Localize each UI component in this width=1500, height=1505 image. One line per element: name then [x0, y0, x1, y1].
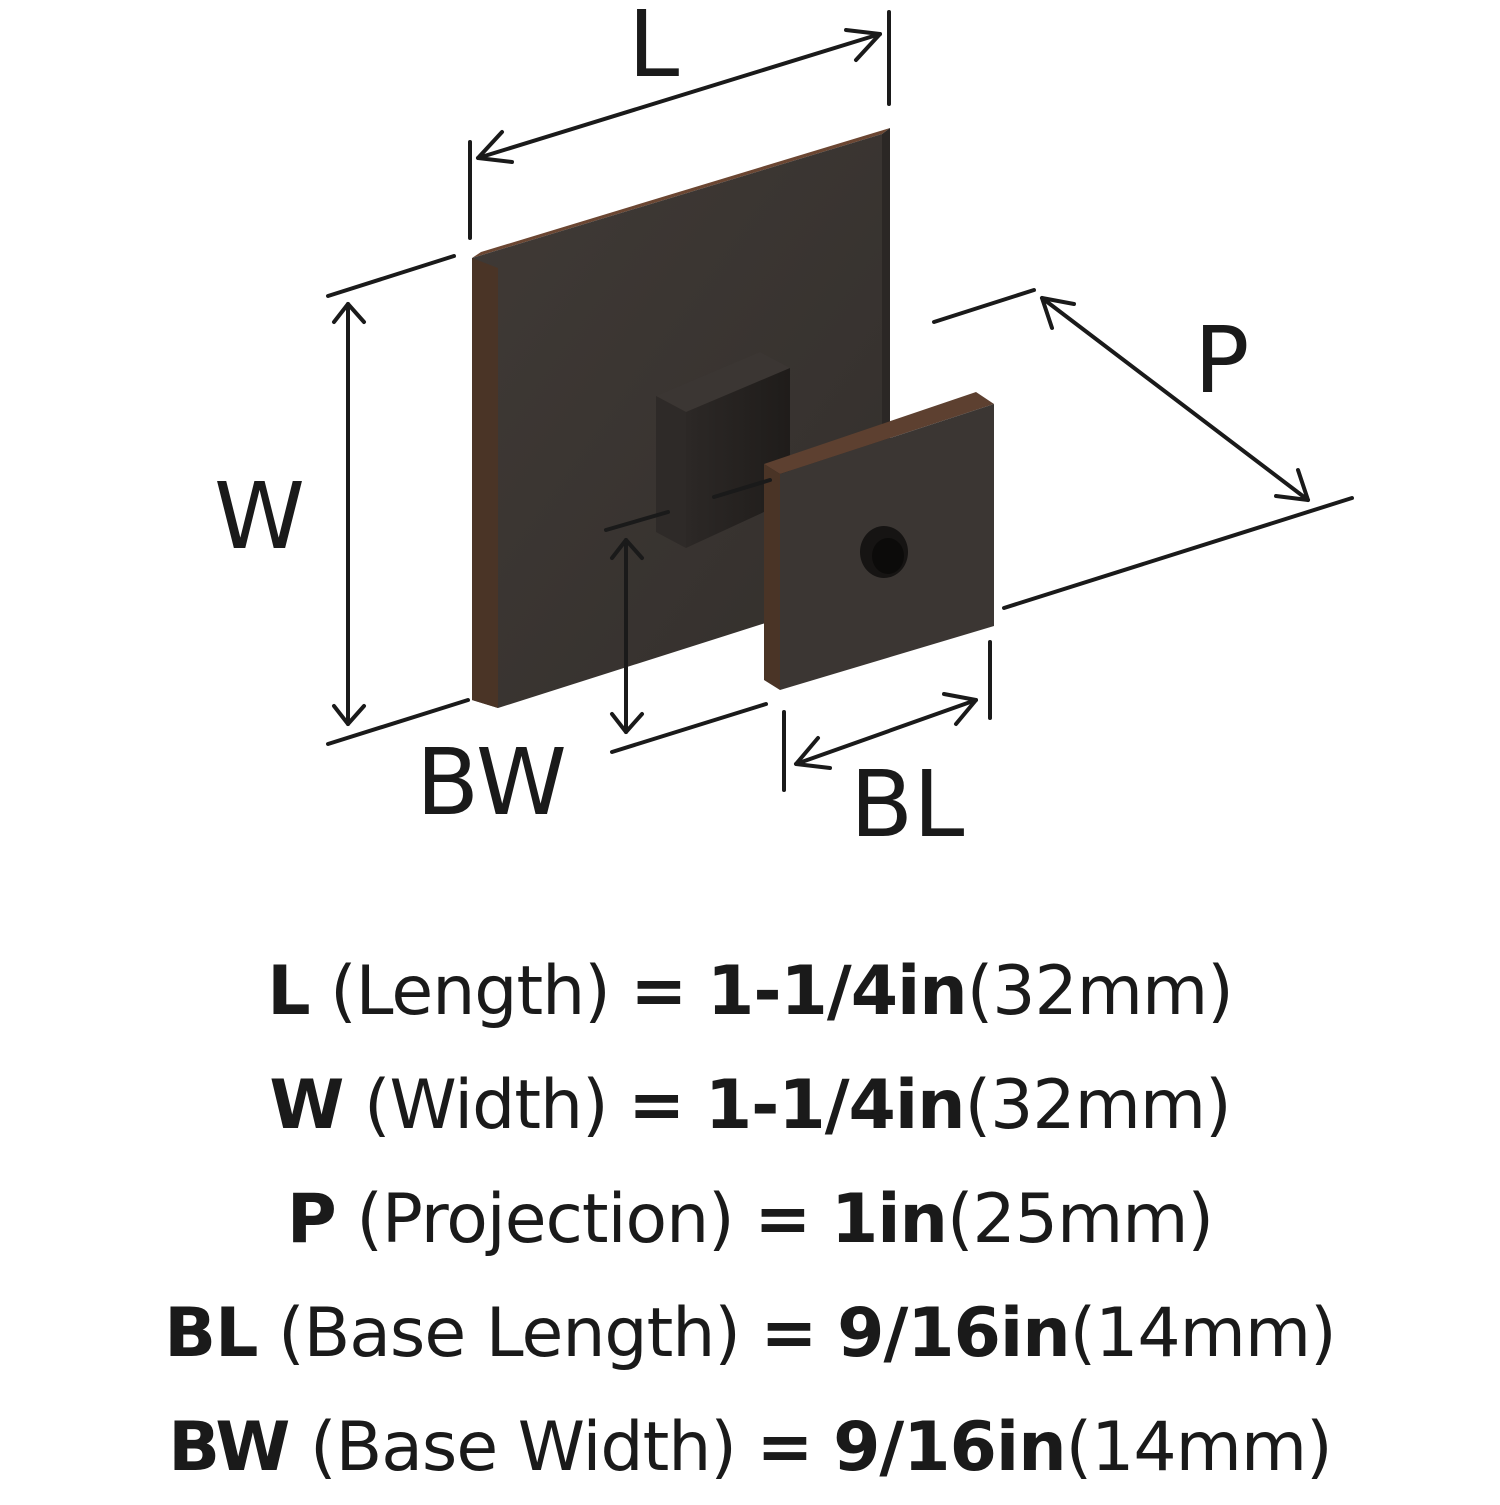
base-length-arrow-right — [942, 692, 978, 726]
width-extension-top — [326, 254, 456, 298]
spec-equals: = — [760, 1294, 818, 1373]
spec-mm-value: (32mm) — [966, 952, 1234, 1031]
base-length-label: BL — [850, 751, 964, 858]
hook-product — [472, 128, 994, 708]
hook-stem-top — [656, 352, 790, 412]
width-arrow-bottom — [332, 704, 366, 726]
hook-cap-left-edge — [764, 464, 780, 690]
projection-label: P — [1194, 307, 1249, 414]
spec-mm-value: (14mm) — [1069, 1294, 1337, 1373]
screw-hole-inner — [872, 538, 904, 574]
backplate-left-edge — [472, 258, 498, 708]
dimension-width: W — [214, 254, 470, 746]
base-length-arrow-left — [794, 736, 832, 770]
spec-key: P — [286, 1180, 337, 1259]
base-width-arrow-bottom — [610, 712, 644, 734]
base-width-extension-top — [604, 510, 670, 532]
hook-stem-front — [656, 396, 686, 548]
base-length-dimension-line — [794, 698, 978, 766]
width-extension-bottom — [326, 698, 470, 746]
spec-row-width: W (Width) = 1-1/4in(32mm) — [0, 1049, 1500, 1163]
spec-name: (Width) — [363, 1066, 609, 1145]
spec-row-projection: P (Projection) = 1in(25mm) — [0, 1163, 1500, 1277]
spec-key: BL — [164, 1294, 258, 1373]
spec-mm-value: (32mm) — [964, 1066, 1232, 1145]
spec-name: (Projection) — [356, 1180, 734, 1259]
base-width-extension-top-b — [712, 478, 772, 499]
spec-equals: = — [754, 1180, 811, 1259]
spec-key: BW — [168, 1408, 290, 1487]
length-dimension-line — [476, 32, 882, 160]
dimension-specs-list: L (Length) = 1-1/4in(32mm) W (Width) = 1… — [0, 935, 1500, 1505]
spec-name: (Base Length) — [278, 1294, 741, 1373]
spec-mm-value: (14mm) — [1065, 1408, 1333, 1487]
spec-equals: = — [630, 952, 687, 1031]
dimension-length: L — [468, 0, 891, 240]
dimension-diagram: L W P BW BL — [214, 0, 1354, 858]
length-arrow-right — [844, 28, 882, 62]
dimension-base-length: BL — [782, 640, 992, 858]
spec-mm-value: (25mm) — [946, 1180, 1214, 1259]
spec-inch-value: 1-1/4in — [704, 1066, 966, 1145]
length-label: L — [628, 0, 679, 98]
width-arrow-top — [332, 302, 366, 324]
hook-cap-top-edge — [764, 392, 994, 474]
width-label: W — [214, 463, 305, 570]
spec-inch-value: 9/16in — [837, 1294, 1070, 1373]
projection-extension-bottom — [1002, 496, 1354, 610]
spec-key: W — [269, 1066, 344, 1145]
length-arrow-left — [476, 130, 514, 164]
spec-name: (Length) — [330, 952, 611, 1031]
backplate-top-edge — [472, 128, 890, 258]
spec-key: L — [267, 952, 310, 1031]
projection-arrow-bottom — [1274, 468, 1310, 502]
spec-equals: = — [628, 1066, 685, 1145]
spec-inch-value: 1in — [830, 1180, 948, 1259]
dimension-projection: P — [932, 288, 1354, 610]
spec-row-base-width: BW (Base Width) = 9/16in(14mm) — [0, 1391, 1500, 1505]
base-width-label: BW — [416, 729, 567, 836]
spec-equals: = — [756, 1408, 814, 1487]
spec-name: (Base Width) — [310, 1408, 737, 1487]
base-width-extension-bottom — [610, 702, 768, 754]
projection-dimension-line — [1040, 296, 1310, 502]
spec-row-base-length: BL (Base Length) = 9/16in(14mm) — [0, 1277, 1500, 1391]
spec-inch-value: 9/16in — [833, 1408, 1066, 1487]
spec-inch-value: 1-1/4in — [707, 952, 968, 1031]
spec-row-length: L (Length) = 1-1/4in(32mm) — [0, 935, 1500, 1049]
projection-arrow-top — [1040, 296, 1076, 330]
projection-extension-top — [932, 288, 1036, 324]
base-width-arrow-top — [610, 538, 644, 560]
dimension-base-width: BW — [416, 478, 772, 836]
